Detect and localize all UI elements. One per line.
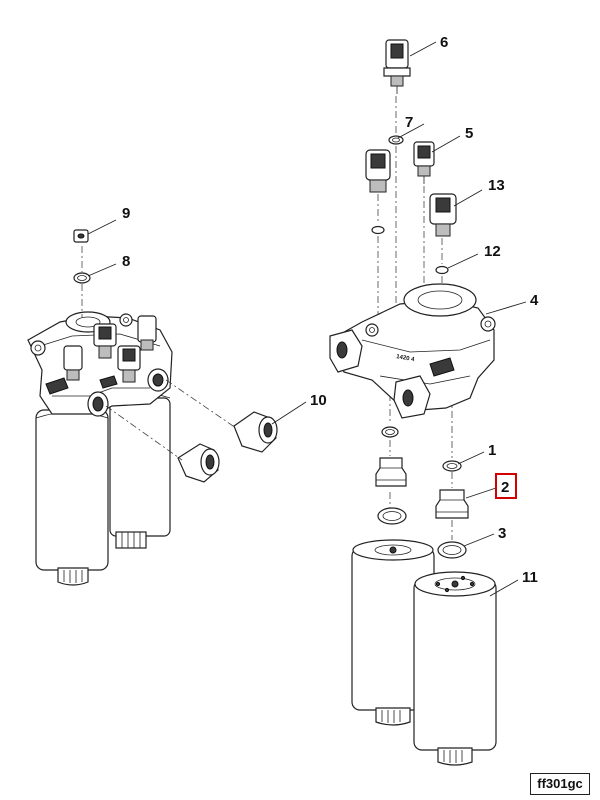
left-sensor-c [117, 345, 141, 383]
callout-3: 3 [498, 525, 506, 542]
drawing-code-label: ff301gc [530, 773, 590, 795]
part-2-threaded-adapter [435, 489, 469, 519]
part-8-seal-ring [73, 272, 91, 284]
part-11-fuel-filter-canister [413, 571, 497, 766]
callout-11: 11 [522, 569, 538, 586]
part-10-elbow-fitting-b [233, 411, 278, 453]
part-9-plug [73, 229, 89, 243]
stack-seal-left [371, 225, 385, 235]
part-12-washer [435, 265, 449, 275]
callout-2: 2 [501, 479, 509, 496]
part-6-pressure-sensor [383, 39, 411, 94]
part-13-level-sensor [429, 193, 457, 237]
stack-sensor-left [365, 149, 391, 193]
callout-5: 5 [465, 125, 473, 142]
callout-2-highlight-box [495, 473, 517, 499]
part-7-o-ring [388, 135, 404, 145]
left-sensor-b [93, 323, 117, 359]
callout-1: 1 [488, 442, 496, 459]
callout-9: 9 [122, 205, 130, 222]
stack-seal-ring-left [377, 507, 407, 525]
left-sensor-d [63, 345, 83, 381]
housing-stamp: 1420 4 [396, 354, 416, 363]
stack-washer-left [381, 426, 399, 438]
left-front-filter-canister [35, 409, 109, 586]
part-4-filter-head-housing: 1420 4 [329, 283, 496, 419]
callout-4: 4 [530, 292, 539, 309]
callout-13: 13 [488, 177, 505, 194]
left-rear-filter-canister [109, 392, 171, 549]
part-3-seal-ring [437, 541, 467, 559]
part-5-temperature-sensor [413, 141, 435, 184]
stack-adapter-left [375, 457, 407, 487]
part-10-elbow-fitting-a [177, 443, 220, 483]
left-sensor-a [137, 315, 157, 351]
callout-12: 12 [484, 243, 501, 260]
left-housing-body [27, 311, 173, 417]
part-1-washer [442, 460, 462, 472]
left-assembled-filter-unit [27, 311, 173, 586]
callout-7: 7 [405, 114, 413, 131]
callout-10: 10 [310, 392, 327, 409]
callout-8: 8 [122, 253, 130, 270]
callout-6: 6 [440, 34, 448, 51]
